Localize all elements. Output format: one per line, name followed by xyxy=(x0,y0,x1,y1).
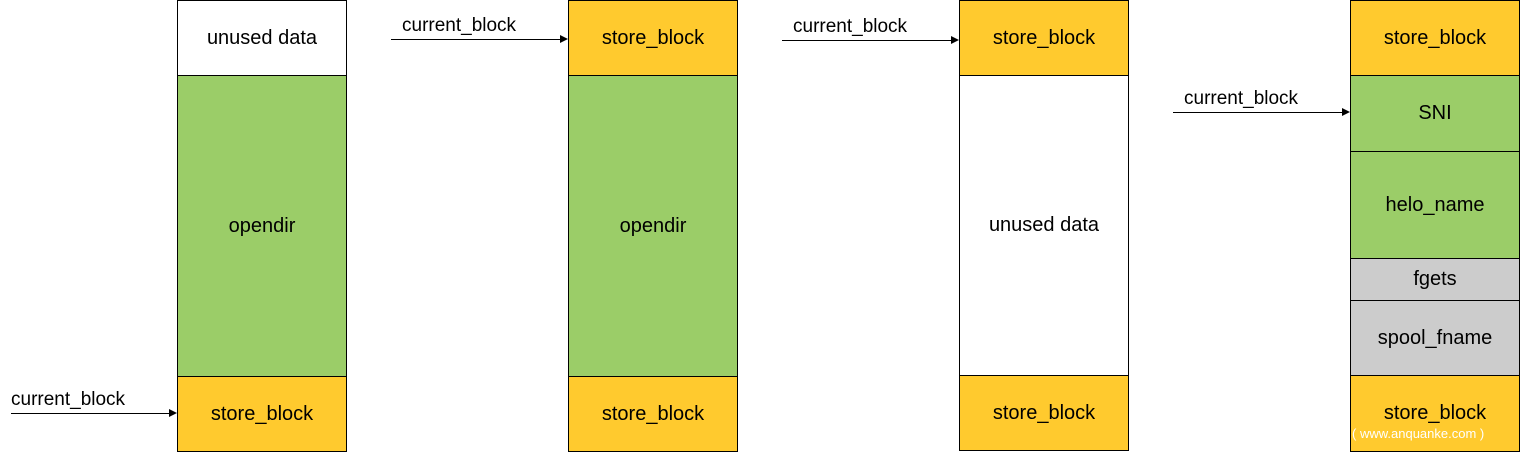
store-block: store_block xyxy=(568,376,738,452)
arrow-head-icon xyxy=(560,35,568,43)
store-block: store_block xyxy=(959,0,1129,76)
spool-fname-block: spool_fname xyxy=(1350,300,1520,376)
sni-block: SNI xyxy=(1350,75,1520,152)
current-block-pointer-2: current_block xyxy=(391,15,568,59)
arrow-line xyxy=(11,413,171,414)
memory-column-3: store_block unused data store_block xyxy=(959,0,1129,453)
current-block-label: current_block xyxy=(793,16,908,37)
memory-column-1: unused data opendir store_block xyxy=(177,0,347,453)
current-block-pointer-1: current_block xyxy=(11,389,177,433)
memory-column-4: store_block SNI helo_name fgets spool_fn… xyxy=(1350,0,1520,453)
opendir-block: opendir xyxy=(177,75,347,377)
arrow-head-icon xyxy=(1342,108,1350,116)
arrow-head-icon xyxy=(169,409,177,417)
current-block-pointer-3: current_block xyxy=(782,16,959,60)
store-block: store_block xyxy=(1350,375,1520,452)
store-block: store_block xyxy=(959,375,1129,451)
memory-column-2: store_block opendir store_block xyxy=(568,0,738,453)
watermark: ( www.anquanke.com ) xyxy=(1352,426,1485,441)
unused-data-block: unused data xyxy=(177,0,347,76)
store-block: store_block xyxy=(1350,0,1520,76)
arrow-line xyxy=(391,39,562,40)
arrow-line xyxy=(1173,112,1344,113)
opendir-block: opendir xyxy=(568,75,738,377)
current-block-label: current_block xyxy=(11,389,126,410)
unused-data-block: unused data xyxy=(959,75,1129,376)
arrow-head-icon xyxy=(951,36,959,44)
current-block-label: current_block xyxy=(1184,88,1299,109)
store-block: store_block xyxy=(177,376,347,452)
store-block: store_block xyxy=(568,0,738,76)
arrow-line xyxy=(782,40,953,41)
current-block-pointer-4: current_block xyxy=(1173,88,1350,132)
fgets-block: fgets xyxy=(1350,258,1520,301)
current-block-label: current_block xyxy=(402,15,517,36)
helo-name-block: helo_name xyxy=(1350,151,1520,259)
